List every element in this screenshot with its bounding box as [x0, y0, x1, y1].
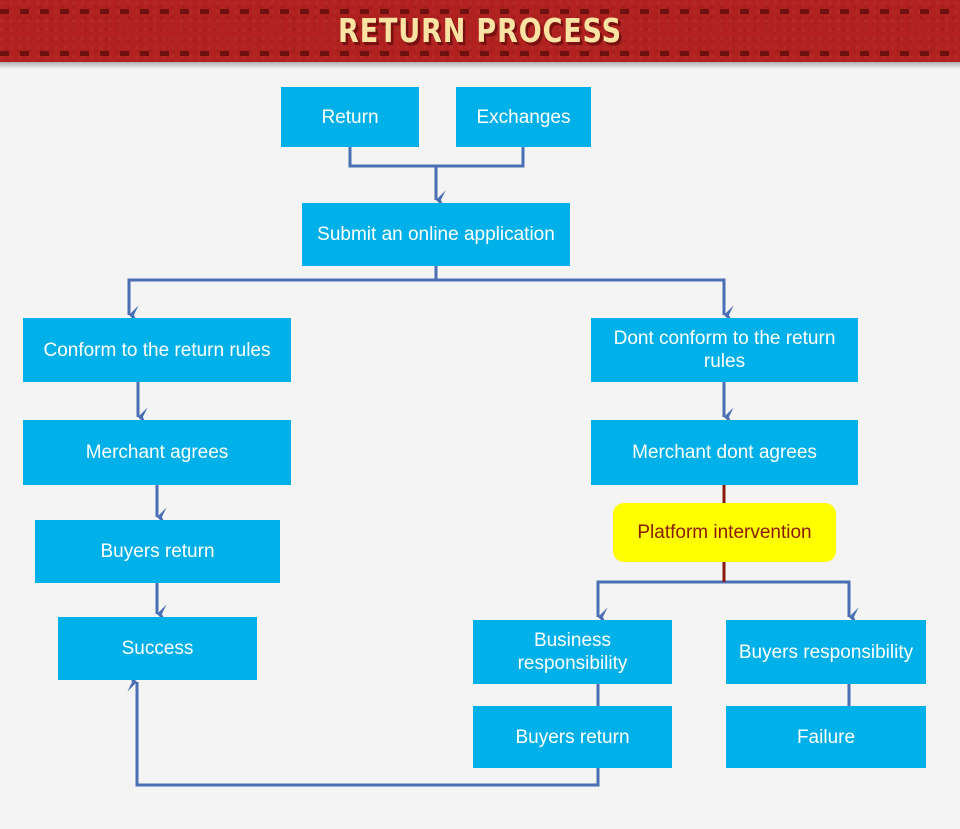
- edge-platform-to-business-resp: [596, 562, 726, 627]
- node-buyers-return-right[interactable]: Buyers return: [473, 706, 672, 768]
- node-dont-conform-to-return-rules[interactable]: Dont conform to the return rules: [591, 318, 858, 382]
- edge-submit-to-not-conform: [436, 278, 734, 325]
- node-merchant-agrees[interactable]: Merchant agrees: [23, 420, 291, 485]
- page-title: RETURN PROCESS: [338, 11, 622, 50]
- node-business-responsibility[interactable]: Business responsibility: [473, 620, 672, 684]
- stitch-line-bottom: [0, 51, 960, 56]
- header-banner: RETURN PROCESS: [0, 0, 960, 62]
- node-buyers-responsibility[interactable]: Buyers responsibility: [726, 620, 926, 684]
- node-submit-application[interactable]: Submit an online application: [302, 203, 570, 266]
- node-exchanges[interactable]: Exchanges: [456, 87, 591, 147]
- edge-buyers-return-back-to-success: [127, 672, 600, 787]
- node-success[interactable]: Success: [58, 617, 257, 680]
- edge-return-exchanges-merge: [348, 147, 525, 168]
- node-merchant-dont-agrees[interactable]: Merchant dont agrees: [591, 420, 858, 485]
- flowchart-canvas: Return Exchanges Submit an online applic…: [0, 69, 960, 829]
- node-conform-to-return-rules[interactable]: Conform to the return rules: [23, 318, 291, 382]
- node-buyers-return-left[interactable]: Buyers return: [35, 520, 280, 583]
- banner-shadow: [0, 62, 960, 69]
- edge-submit-to-conform: [127, 266, 438, 325]
- node-failure[interactable]: Failure: [726, 706, 926, 768]
- edge-platform-to-buyers-resp: [724, 580, 859, 627]
- stitch-line-top: [0, 9, 960, 14]
- node-platform-intervention[interactable]: Platform intervention: [613, 503, 836, 562]
- node-return[interactable]: Return: [281, 87, 419, 147]
